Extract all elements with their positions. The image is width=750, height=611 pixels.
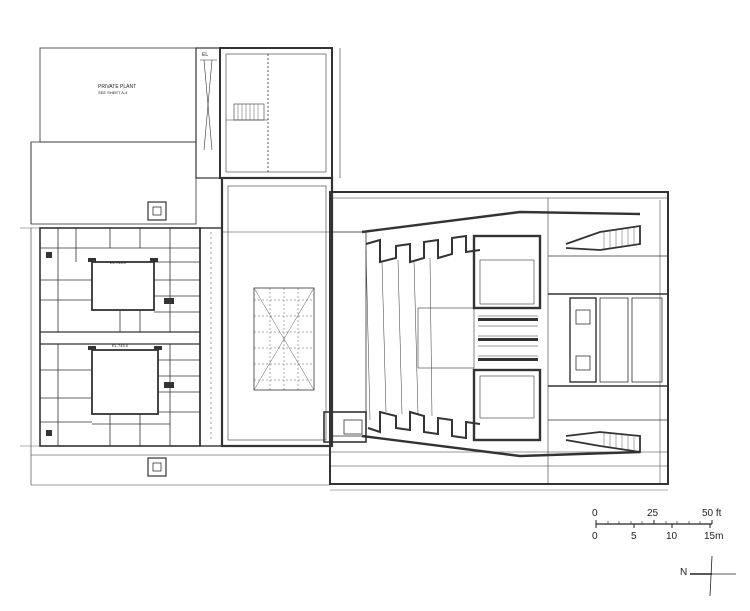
elevation-label-top: EL [202, 52, 208, 58]
auditorium [323, 191, 669, 485]
central-lobby [220, 176, 334, 448]
east-wing [547, 198, 669, 484]
private-plant-label: PRIVATE PLANT [98, 84, 136, 90]
north-tower [195, 47, 341, 179]
scale-m-0: 0 [592, 531, 598, 542]
scale-ft-0: 0 [592, 508, 598, 519]
elevation-label-west-b: EL.745.0 [112, 343, 129, 348]
scale-m-15: 15m [704, 531, 724, 542]
north-label: N [680, 567, 688, 578]
private-plant-ref-label: SEE SHEET A-4 [98, 90, 128, 95]
west-wing [30, 201, 330, 486]
private-plant-block [30, 47, 197, 225]
scale-bar [595, 520, 713, 528]
scale-ft-50: 50 ft [702, 508, 722, 519]
scale-ft-25: 25 [647, 508, 659, 519]
north-arrow-icon [690, 555, 736, 597]
scale-m-5: 5 [631, 531, 637, 542]
elevation-label-west-a: EL.745.0 [110, 260, 127, 265]
scale-m-10: 10 [666, 531, 678, 542]
